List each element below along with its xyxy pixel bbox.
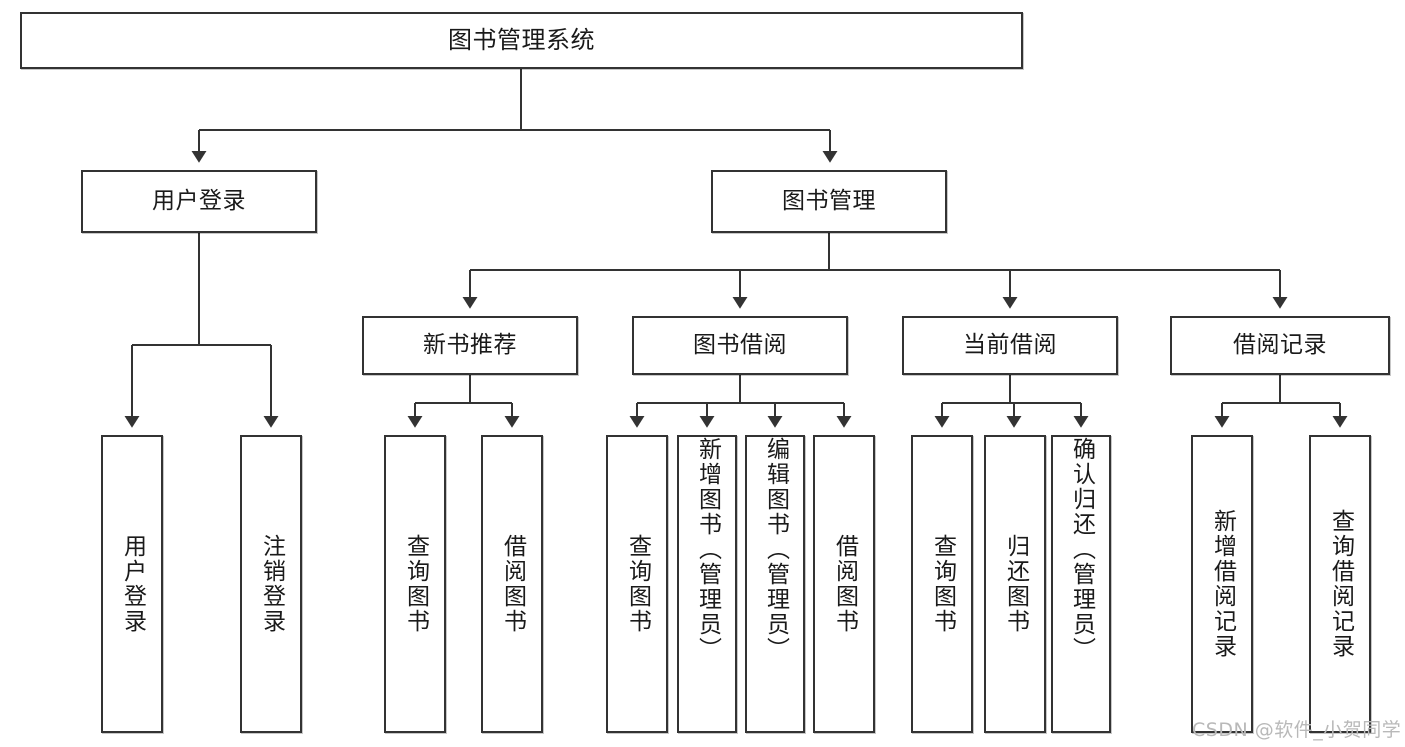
- node-label: 用户登录: [152, 187, 246, 214]
- node-label: 归还图书: [1002, 534, 1029, 634]
- node-label: 确认归还（管理员）: [1068, 437, 1095, 662]
- node-leaf-edit-book-admin[interactable]: 编辑图书（管理员）: [745, 435, 805, 733]
- node-label: 编辑图书（管理员）: [762, 437, 789, 662]
- node-book-borrow[interactable]: 图书借阅: [632, 316, 848, 375]
- node-leaf-confirm-return-admin[interactable]: 确认归还（管理员）: [1051, 435, 1111, 733]
- node-label: 借阅图书: [831, 534, 858, 634]
- node-label: 查询图书: [624, 534, 651, 634]
- node-label: 新增图书（管理员）: [694, 437, 721, 662]
- node-root-system[interactable]: 图书管理系统: [20, 12, 1023, 69]
- node-label: 图书管理: [782, 187, 876, 214]
- node-label: 图书借阅: [693, 331, 787, 358]
- node-label: 借阅图书: [499, 534, 526, 634]
- node-new-book-recommend[interactable]: 新书推荐: [362, 316, 578, 375]
- node-leaf-query-borrow-record[interactable]: 查询借阅记录: [1309, 435, 1371, 733]
- node-borrow-record[interactable]: 借阅记录: [1170, 316, 1390, 375]
- node-label: 借阅记录: [1233, 331, 1327, 358]
- node-user-login[interactable]: 用户登录: [81, 170, 317, 233]
- node-label: 新增借阅记录: [1209, 509, 1236, 659]
- node-label: 注销登录: [258, 534, 285, 634]
- node-leaf-logout[interactable]: 注销登录: [240, 435, 302, 733]
- node-label: 查询借阅记录: [1327, 509, 1354, 659]
- node-leaf-return-book[interactable]: 归还图书: [984, 435, 1046, 733]
- node-leaf-query-book-borrow[interactable]: 查询图书: [606, 435, 668, 733]
- node-label: 查询图书: [402, 534, 429, 634]
- node-leaf-add-borrow-record[interactable]: 新增借阅记录: [1191, 435, 1253, 733]
- node-label: 新书推荐: [423, 331, 517, 358]
- node-current-borrow[interactable]: 当前借阅: [902, 316, 1118, 375]
- node-leaf-borrow-book[interactable]: 借阅图书: [813, 435, 875, 733]
- node-leaf-add-book-admin[interactable]: 新增图书（管理员）: [677, 435, 737, 733]
- node-leaf-query-book-rec[interactable]: 查询图书: [384, 435, 446, 733]
- node-leaf-user-login[interactable]: 用户登录: [101, 435, 163, 733]
- node-label: 用户登录: [119, 534, 146, 634]
- node-label: 图书管理系统: [448, 26, 595, 55]
- csdn-watermark: CSDN @软件_小贺同学: [1192, 719, 1402, 741]
- node-label: 查询图书: [929, 534, 956, 634]
- node-leaf-borrow-book-rec[interactable]: 借阅图书: [481, 435, 543, 733]
- node-leaf-query-book-current[interactable]: 查询图书: [911, 435, 973, 733]
- node-label: 当前借阅: [963, 331, 1057, 358]
- node-book-management[interactable]: 图书管理: [711, 170, 947, 233]
